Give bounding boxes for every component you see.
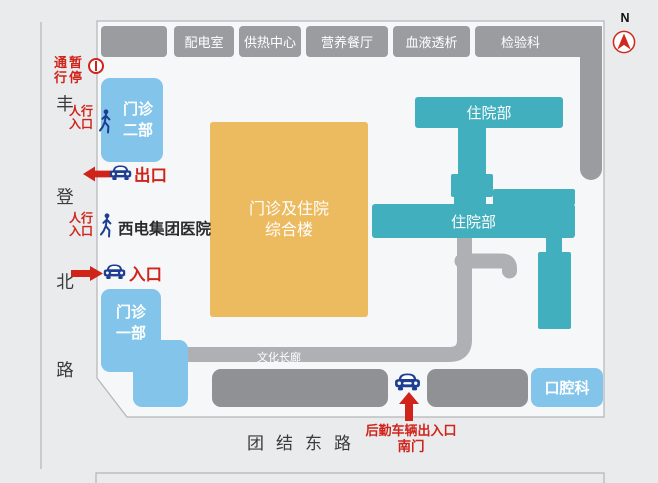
compass-north-label: N: [620, 11, 630, 25]
no-stopping-sign-icon: [88, 58, 104, 74]
building-outpatient-2: 门诊 二部: [101, 78, 163, 162]
inpatient-south-top-stem: [454, 189, 477, 205]
south-gate-car-icon: [395, 373, 420, 391]
building-label-line1: 门诊: [115, 304, 146, 321]
inpatient-connector-stem-1: [458, 127, 486, 175]
building-label: 住院部: [450, 213, 496, 231]
building-outpatient-1-south-wing: [133, 340, 188, 407]
internal-road-main: [168, 229, 472, 362]
building-label: 口腔科: [544, 380, 590, 397]
exit-car-icon: [109, 165, 132, 181]
building-label: 检验科: [500, 35, 540, 50]
no-through-column-1: 通行: [54, 55, 68, 85]
south-road-label: 团结东路: [247, 434, 363, 453]
building-label: 供热中心: [243, 35, 296, 50]
pedestrian-icon-2: [100, 213, 112, 238]
building-power-distribution: 配电室: [174, 26, 234, 57]
building-inpatient-north: 住院部: [415, 97, 563, 128]
pedestrian-entrance-label-1: 人行 入口: [68, 104, 93, 131]
internal-road-branch: [454, 253, 517, 279]
building-laboratory: 检验科: [475, 26, 602, 57]
building-label-line2: 二部: [122, 122, 153, 139]
culture-corridor-label: 文化长廊: [257, 352, 301, 364]
building-label: 配电室: [184, 35, 224, 50]
building-nutrition-restaurant: 营养餐厅: [306, 26, 388, 57]
pedestrian-entrance-label-2: 人行 入口: [68, 211, 93, 238]
inpatient-east-stem: [546, 237, 562, 253]
pedestrian-icon-1: [99, 109, 111, 134]
entrance-label: 入口: [129, 266, 162, 284]
building-label-line2: 综合楼: [264, 221, 313, 239]
inpatient-south-raised-wing: [493, 189, 575, 205]
west-road-char-1: 丰: [56, 94, 74, 114]
building-label: 血液透析: [405, 35, 458, 50]
south-gate-arrow-icon: [399, 392, 419, 421]
building-main-complex: 门诊及住院 综合楼: [210, 122, 368, 317]
building-unlabeled: [101, 26, 167, 57]
west-road-char-3: 北: [56, 272, 74, 292]
no-through-column-2: 暂停: [69, 55, 83, 85]
building-hemodialysis: 血液透析: [393, 26, 470, 57]
west-road-char-2: 登: [56, 187, 74, 207]
building-outpatient-1-label: 门诊 一部: [101, 302, 161, 344]
building-label-line1: 门诊及住院: [248, 200, 329, 218]
building-heating-center: 供热中心: [239, 26, 301, 57]
building-inpatient-south: 住院部: [372, 204, 575, 238]
south-block-outline: [95, 472, 605, 483]
exit-label: 出口: [134, 167, 167, 185]
building-label-line2: 一部: [115, 325, 146, 342]
south-gate-label: 后勤车辆出入口 南门: [365, 423, 457, 454]
hospital-name: 西电集团医院: [118, 221, 212, 238]
entrance-arrow-icon: [71, 266, 103, 281]
entrance-car-icon: [103, 264, 126, 280]
exit-arrow-icon: [83, 166, 111, 182]
compass-icon: [612, 30, 636, 54]
building-logistics-west: [212, 369, 388, 407]
west-road-char-4: 路: [56, 360, 74, 380]
building-label: 营养餐厅: [320, 35, 373, 50]
building-logistics-east: [427, 369, 528, 407]
building-label-line1: 门诊: [122, 101, 153, 118]
building-stomatology: 口腔科: [531, 368, 603, 407]
building-label: 住院部: [466, 105, 512, 122]
no-through-label: 通行 暂停: [54, 55, 83, 85]
inpatient-east-tower: [538, 252, 571, 329]
